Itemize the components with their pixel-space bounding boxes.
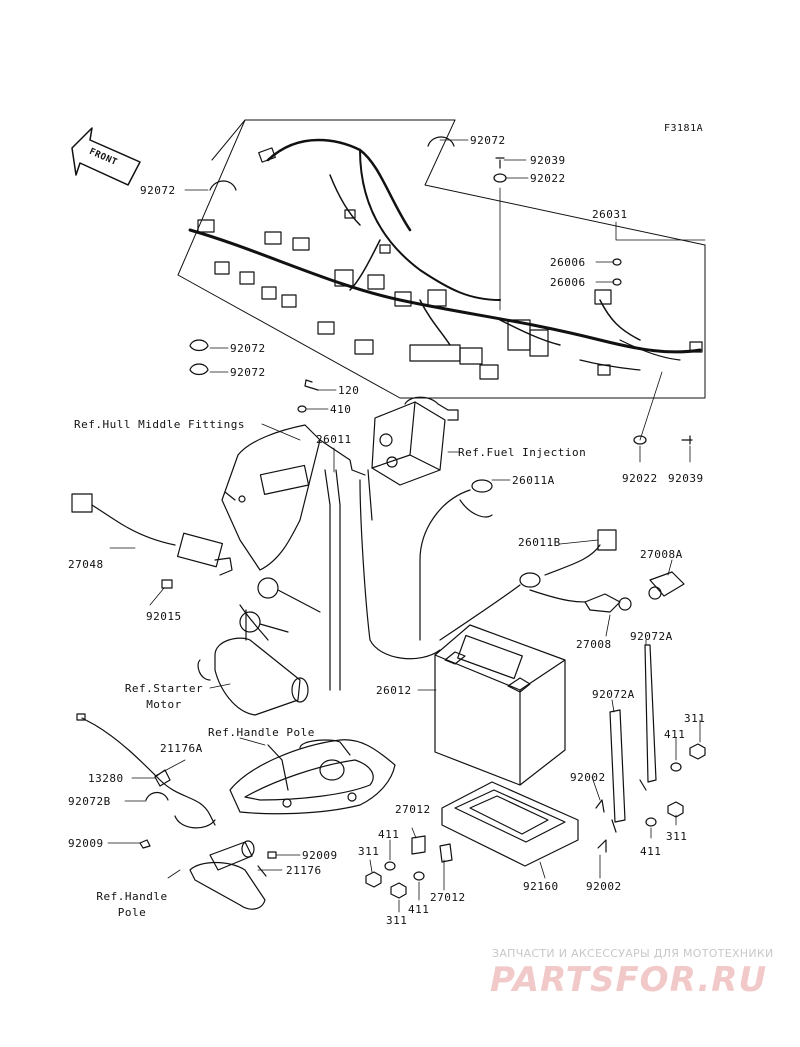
part-label-92160: 92160 xyxy=(523,880,559,893)
part-label-92009: 92009 xyxy=(302,849,338,862)
part-label-92002: 92002 xyxy=(586,880,622,893)
part-label-411: 411 xyxy=(408,903,430,916)
part-label-26012: 26012 xyxy=(376,684,412,697)
part-label-21176a: 21176A xyxy=(160,742,203,755)
battery-tray-92160 xyxy=(441,781,579,867)
part-label-13280: 13280 xyxy=(88,772,124,785)
part-label-92022: 92022 xyxy=(530,172,566,185)
part-label-411: 411 xyxy=(664,728,686,741)
part-label-26011b: 26011B xyxy=(518,536,561,549)
ref-handle-pole-lower-line1: Ref.Handle xyxy=(96,890,168,903)
starter-motor xyxy=(197,577,321,716)
watermark-tagline: ЗАПЧАСТИ И АКСЕССУАРЫ ДЛЯ МОТОТЕХНИКИ xyxy=(492,947,774,960)
part-label-92022: 92022 xyxy=(622,472,658,485)
hull-fitting-bracket xyxy=(221,424,321,571)
part-label-92002: 92002 xyxy=(570,771,606,784)
part-label-92072: 92072 xyxy=(140,184,176,197)
part-label-92015: 92015 xyxy=(146,610,182,623)
part-label-92072a: 92072A xyxy=(592,688,635,701)
nuts-washers xyxy=(365,743,706,899)
ref-handle-pole-lower-line2: Pole xyxy=(117,906,147,919)
part-label-92072: 92072 xyxy=(470,134,506,147)
relays-27008 xyxy=(584,571,685,613)
part-label-411: 411 xyxy=(640,845,662,858)
clamp-bands xyxy=(189,136,693,445)
wire-harness-26031 xyxy=(188,138,703,380)
part-label-26031: 26031 xyxy=(592,208,628,221)
ref-handle-pole: Ref.Handle Pole xyxy=(208,726,315,739)
leader-lines xyxy=(107,139,706,913)
part-label-311: 311 xyxy=(684,712,706,725)
part-label-92072b: 92072B xyxy=(68,795,111,808)
ref-starter-motor-line2: Motor xyxy=(146,698,182,711)
part-label-92009: 92009 xyxy=(68,837,104,850)
sensor-27048 xyxy=(71,493,233,589)
handle-pole-assembly xyxy=(229,739,396,815)
part-label-311: 311 xyxy=(358,845,380,858)
battery-26012 xyxy=(434,624,566,786)
part-label-92039: 92039 xyxy=(668,472,704,485)
ref-hull-middle-fittings: Ref.Hull Middle Fittings xyxy=(74,418,245,431)
bolt-120 xyxy=(297,379,319,413)
ref-fuel-injection: Ref.Fuel Injection xyxy=(458,446,587,459)
part-label-27008a: 27008A xyxy=(640,548,683,561)
part-label-92072: 92072 xyxy=(230,342,266,355)
figure-code: F3181A xyxy=(664,123,704,134)
part-label-120: 120 xyxy=(338,384,360,397)
part-label-26006: 26006 xyxy=(550,276,586,289)
ref-starter-motor: Ref.Starter Motor xyxy=(116,682,212,711)
part-label-311: 311 xyxy=(666,830,688,843)
part-label-92072: 92072 xyxy=(230,366,266,379)
part-label-311: 311 xyxy=(386,914,408,927)
part-label-410: 410 xyxy=(330,403,352,416)
part-label-26011: 26011 xyxy=(316,433,352,446)
starter-relay-box xyxy=(371,396,459,486)
part-label-27048: 27048 xyxy=(68,558,104,571)
part-label-27008: 27008 xyxy=(576,638,612,651)
part-label-92072a: 92072A xyxy=(630,630,673,643)
part-label-21176: 21176 xyxy=(286,864,322,877)
battery-straps xyxy=(595,644,657,853)
part-label-92039: 92039 xyxy=(530,154,566,167)
part-label-411: 411 xyxy=(378,828,400,841)
part-label-27012: 27012 xyxy=(395,803,431,816)
front-arrow-icon xyxy=(71,127,141,186)
wire-harness-frame xyxy=(177,119,706,399)
handle-pole-arm xyxy=(189,840,277,910)
part-label-26006: 26006 xyxy=(550,256,586,269)
part-label-26011a: 26011A xyxy=(512,474,555,487)
ref-handle-pole-lower: Ref.Handle Pole xyxy=(82,890,182,919)
wire-21176a xyxy=(76,713,216,849)
ref-starter-motor-line1: Ref.Starter xyxy=(124,682,204,695)
part-label-27012: 27012 xyxy=(430,891,466,904)
watermark-logo: PARTSFOR.RU xyxy=(490,960,768,1000)
